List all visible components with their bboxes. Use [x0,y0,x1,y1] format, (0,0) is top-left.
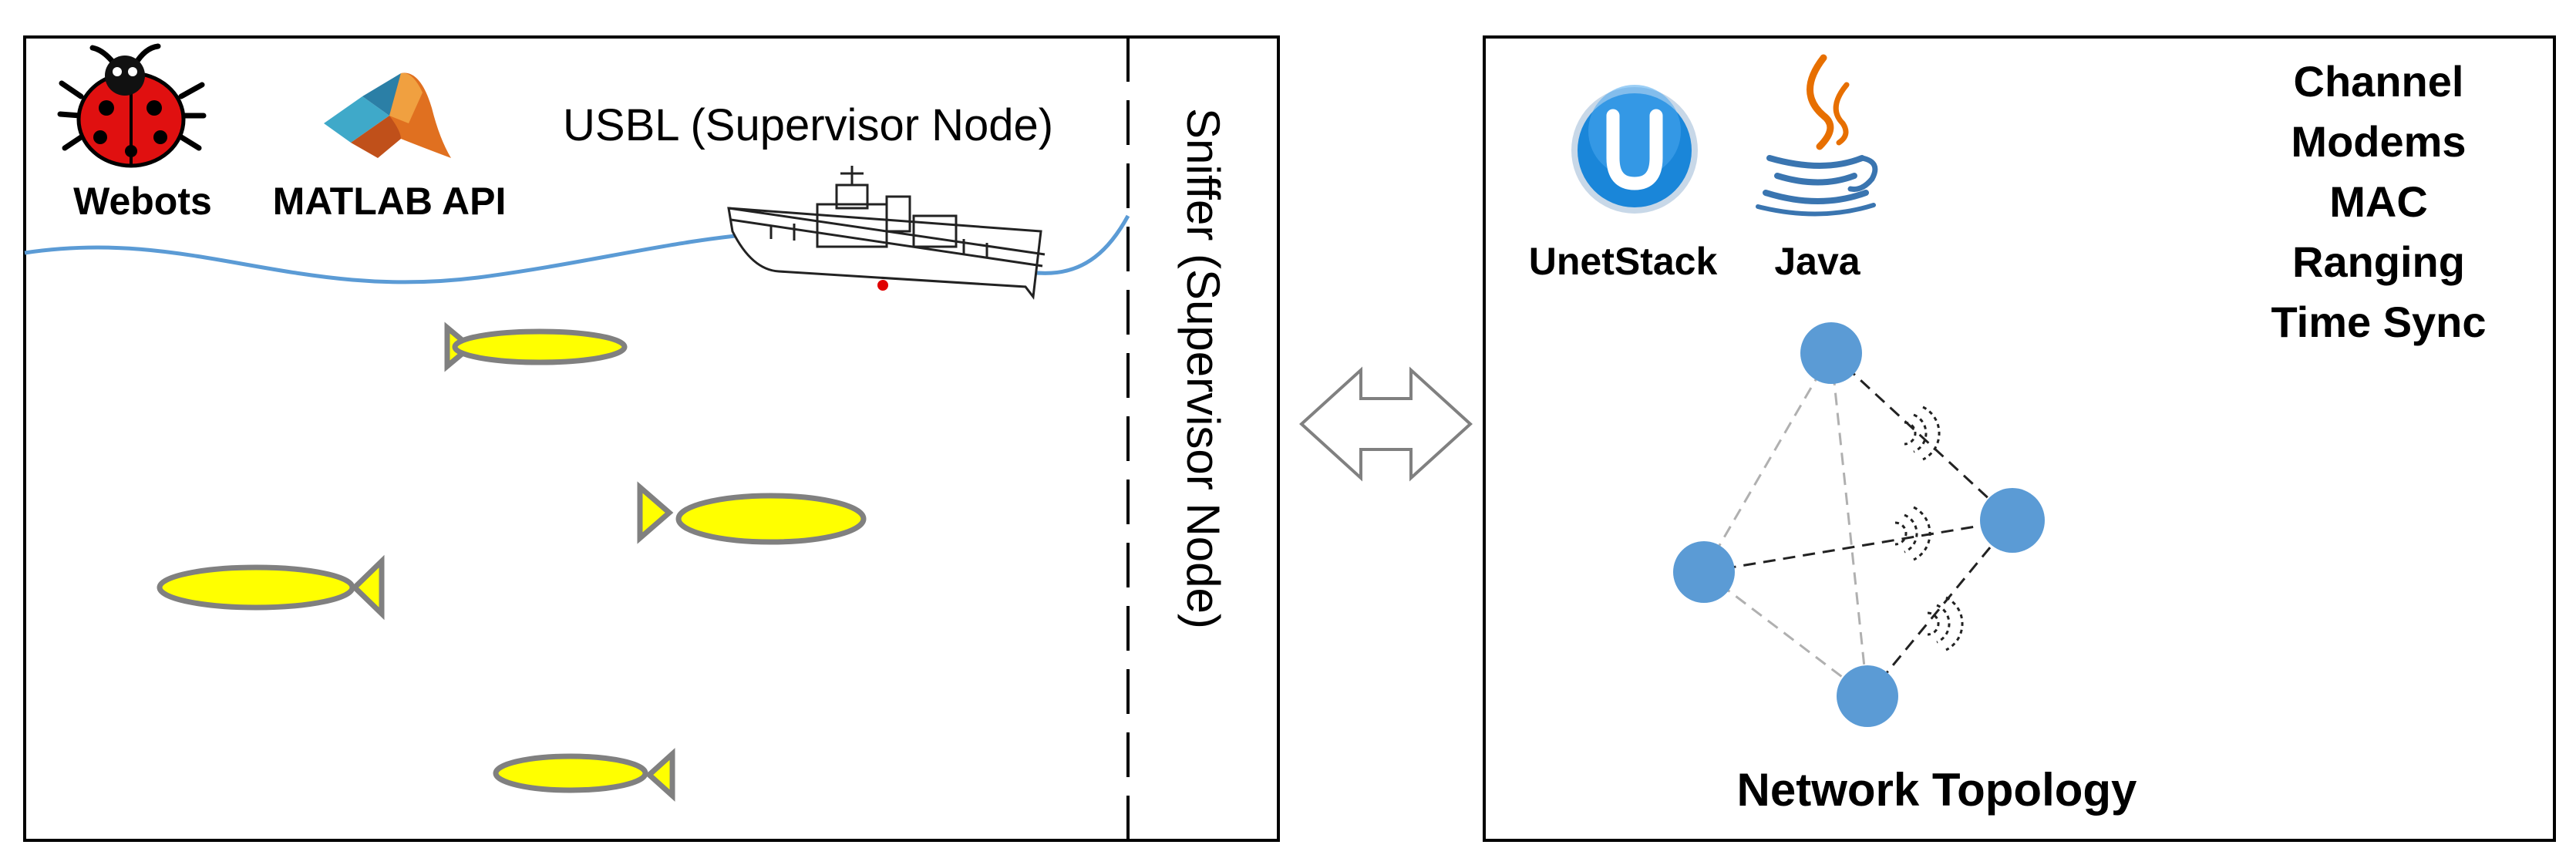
network-topology [1673,322,2045,727]
java-icon [1756,54,1878,217]
network-node [1837,665,1898,727]
network-node [1673,541,1735,603]
double-arrow-icon [1299,366,1473,482]
unetstack-label: UnetStack [1529,240,1718,283]
auv-fish [157,554,385,621]
acoustic-wave-icon [1927,596,1964,651]
network-node [1980,488,2045,553]
matlab-label: MATLAB API [273,180,507,223]
ship-icon [727,166,1046,300]
usbl-label: USBL (Supervisor Node) [563,100,1053,150]
webots-label: Webots [73,180,212,223]
auv-fish [637,481,867,545]
feature-channel: Channel [2294,57,2464,106]
unetstack-icon [1571,85,1698,214]
acoustic-wave-icon [1904,406,1941,461]
feature-ranging: Ranging [2292,237,2465,286]
java-label: Java [1774,240,1860,283]
network-node [1800,322,1862,384]
left-panel-frame [23,35,1280,842]
matlab-icon [324,72,451,158]
right-panel-frame [1483,35,2556,842]
sniffer-label: Sniffer (Supervisor Node) [1177,108,1229,629]
feature-modems: Modems [2291,117,2466,166]
topology-links [1702,352,2014,698]
ladybug-icon [57,43,207,168]
acoustic-wave-icon [1894,506,1931,561]
topology-label: Network Topology [1737,764,2138,816]
feature-mac: MAC [2329,177,2428,226]
feature-time-sync: Time Sync [2271,298,2486,346]
auv-fish [444,321,628,372]
feature-list: Channel Modems MAC Ranging Time Sync [2271,57,2486,346]
auv-fish [493,748,675,802]
